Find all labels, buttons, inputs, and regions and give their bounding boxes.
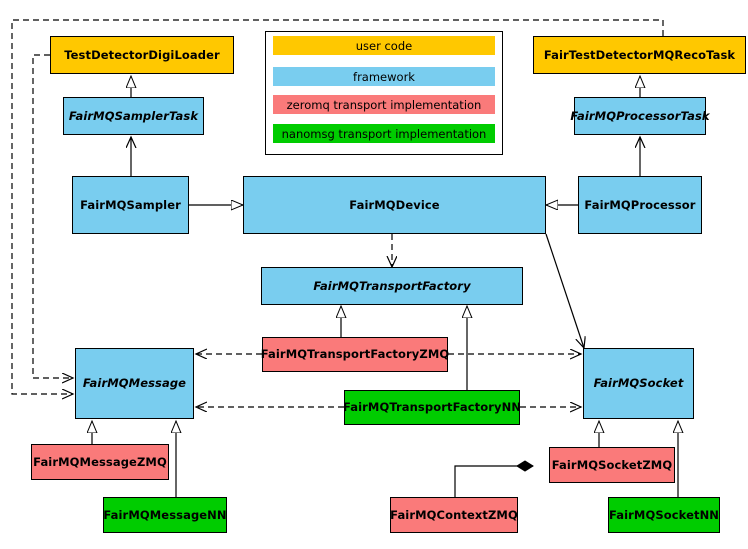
class-label: FairMQSocketZMQ [551, 457, 673, 472]
class-box-fairtestdetectormqrecotask[interactable]: FairTestDetectorMQRecoTask [533, 36, 746, 74]
legend-label: framework [353, 69, 415, 84]
class-box-fairmqtransportfactoryzmq[interactable]: FairMQTransportFactoryZMQ [260, 337, 450, 372]
class-label: FairMQDevice [349, 197, 440, 212]
class-label: FairMQSocketNN [608, 507, 720, 522]
class-box-fairmqmessage[interactable]: FairMQMessage [75, 348, 194, 419]
class-label: FairMQMessage [82, 376, 187, 391]
legend-label: nanomsg transport implementation [281, 126, 487, 141]
class-label: FairMQSamplerTask [68, 108, 199, 123]
class-label: FairMQMessageZMQ [33, 454, 167, 469]
class-box-fairmqsampler[interactable]: FairMQSampler [72, 176, 189, 234]
class-label: FairMQSampler [80, 197, 181, 212]
class-box-fairmqdevice[interactable]: FairMQDevice [243, 176, 546, 234]
class-box-fairmqtransportfactorynn[interactable]: FairMQTransportFactoryNN [342, 390, 522, 425]
class-box-testdetectordigiloader[interactable]: TestDetectorDigiLoader [50, 36, 234, 74]
legend-item-framework: framework [273, 67, 495, 86]
class-label: FairMQContextZMQ [390, 507, 518, 522]
legend-item-nanomsg: nanomsg transport implementation [273, 124, 495, 143]
legend-label: user code [355, 38, 413, 53]
class-label: FairTestDetectorMQRecoTask [543, 47, 736, 62]
class-label: FairMQProcessor [584, 197, 696, 212]
class-label: FairMQTransportFactoryZMQ [260, 347, 450, 362]
class-label: FairMQTransportFactoryNN [342, 400, 522, 415]
class-box-fairmqcontextzmq[interactable]: FairMQContextZMQ [390, 497, 518, 533]
edge-contextzmq-to-socketzmq [454, 466, 533, 497]
legend-item-zeromq: zeromq transport implementation [273, 95, 495, 114]
class-box-fairmqsamplertask[interactable]: FairMQSamplerTask [63, 97, 204, 135]
legend-label: zeromq transport implementation [286, 97, 482, 112]
class-box-fairmqsocketzmq[interactable]: FairMQSocketZMQ [549, 447, 675, 483]
class-box-fairmqsocket[interactable]: FairMQSocket [583, 348, 694, 419]
class-label: FairMQProcessorTask [570, 108, 710, 123]
edge-device-to-socket [545, 233, 584, 348]
class-label: FairMQMessageNN [103, 507, 227, 522]
legend-item-user-code: user code [273, 36, 495, 55]
class-box-fairmqmessagenn[interactable]: FairMQMessageNN [103, 497, 227, 533]
class-label: FairMQTransportFactory [313, 278, 471, 293]
class-label: TestDetectorDigiLoader [64, 47, 220, 62]
class-box-fairmqsocketnn[interactable]: FairMQSocketNN [608, 497, 720, 533]
class-label: FairMQSocket [593, 376, 684, 391]
class-box-fairmqtransportfactory[interactable]: FairMQTransportFactory [261, 267, 523, 305]
class-box-fairmqprocessortask[interactable]: FairMQProcessorTask [570, 97, 710, 135]
class-box-fairmqmessagezmq[interactable]: FairMQMessageZMQ [31, 444, 169, 480]
class-box-fairmqprocessor[interactable]: FairMQProcessor [578, 176, 702, 234]
